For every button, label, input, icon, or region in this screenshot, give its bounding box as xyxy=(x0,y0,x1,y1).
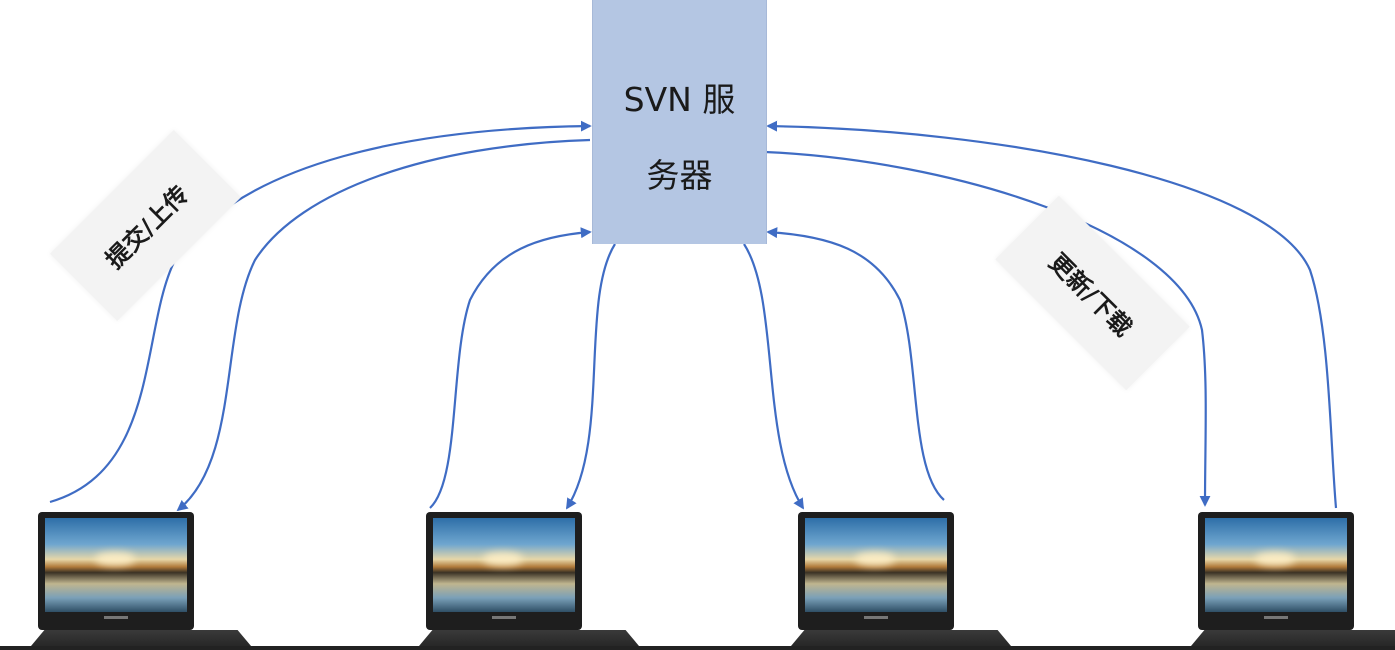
laptop-logo xyxy=(1264,616,1288,619)
laptop-screen-frame xyxy=(38,512,194,630)
laptop-base xyxy=(414,630,644,650)
laptop-base xyxy=(786,630,1016,650)
laptop-screen-frame xyxy=(798,512,954,630)
laptop-logo xyxy=(492,616,516,619)
laptop-screen xyxy=(45,518,187,612)
upload-arrow-3 xyxy=(766,227,945,501)
laptop-icon xyxy=(414,512,654,650)
svn-server-label: SVN 服 务器 xyxy=(623,80,736,195)
laptop-logo xyxy=(104,616,128,619)
laptop-icon xyxy=(26,512,266,650)
laptop-screen xyxy=(433,518,575,612)
laptop-screen-frame xyxy=(426,512,582,630)
download-arrow-4 xyxy=(764,150,1211,507)
laptop-icon xyxy=(786,512,1026,650)
laptop-icon xyxy=(1186,512,1395,650)
upload-arrow-4 xyxy=(766,120,1338,509)
laptop-base xyxy=(1186,630,1395,650)
laptop-base xyxy=(26,630,256,650)
laptop-screen xyxy=(1205,518,1347,612)
download-arrow-1 xyxy=(176,138,591,512)
laptop-screen xyxy=(805,518,947,612)
upload-arrow-2 xyxy=(429,227,592,509)
laptop-logo xyxy=(864,616,888,619)
download-arrow-3 xyxy=(743,243,804,510)
bottom-divider xyxy=(0,646,1395,650)
laptop-screen-frame xyxy=(1198,512,1354,630)
svn-server-box: SVN 服 务器 xyxy=(592,0,767,244)
download-arrow-2 xyxy=(566,243,616,510)
